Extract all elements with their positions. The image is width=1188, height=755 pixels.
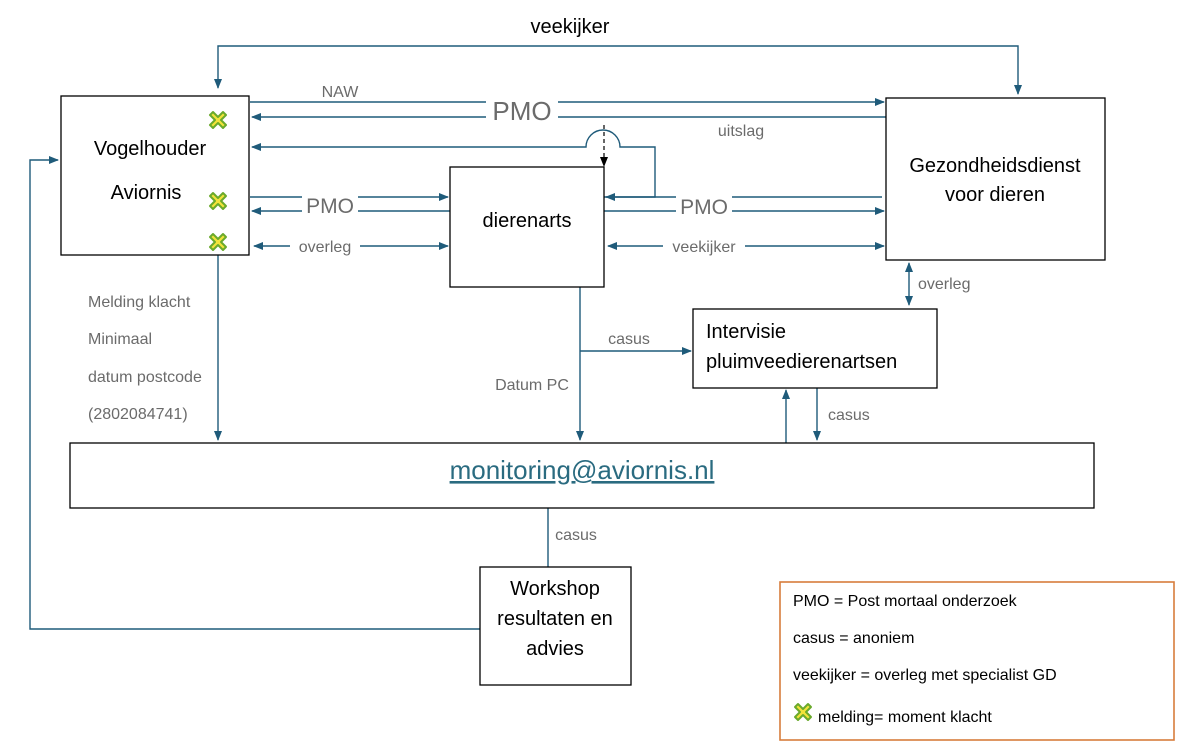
gezondheidsdienst-label-line1: Gezondheidsdienst bbox=[909, 155, 1081, 177]
node-dierenarts[interactable] bbox=[449, 166, 605, 288]
legend-pmo: PMO = Post mortaal onderzoek bbox=[793, 593, 1018, 610]
edge-label-pmo-right: PMO bbox=[680, 196, 728, 219]
node-monitoring[interactable] bbox=[69, 442, 1095, 509]
gezondheidsdienst-label-line2: voor dieren bbox=[945, 184, 1045, 206]
edge-label-uitslag: uitslag bbox=[718, 123, 764, 140]
edge-label-casus-intervisie: casus bbox=[608, 331, 650, 348]
vogelhouder-label-line2: Aviornis bbox=[111, 182, 182, 204]
intervisie-label-line2: pluimveedierenartsen bbox=[706, 351, 897, 373]
edge-veekijker-top bbox=[214, 45, 1022, 95]
pmo-top-label-bg bbox=[486, 96, 558, 124]
node-workshop[interactable] bbox=[479, 566, 632, 686]
legend: PMO = Post mortaal onderzoek casus = ano… bbox=[779, 581, 1175, 741]
vogelhouder-label-line1: Vogelhouder bbox=[94, 138, 207, 160]
edge-workshop-to-vogelhouder bbox=[29, 156, 480, 630]
dierenarts-label: dierenarts bbox=[483, 210, 572, 232]
edge-return-hop bbox=[251, 129, 656, 198]
melding-note-line3: datum postcode bbox=[88, 369, 202, 386]
melding-note-line4: (2802084741) bbox=[88, 406, 188, 423]
edge-label-overleg-left: overleg bbox=[299, 239, 351, 256]
edge-label-pmo-left: PMO bbox=[306, 195, 354, 218]
legend-melding: melding= moment klacht bbox=[818, 709, 992, 726]
edge-label-casus-monitoring: casus bbox=[828, 407, 870, 424]
legend-casus: casus = anoniem bbox=[793, 630, 914, 647]
pmo-right-label-bg bbox=[676, 193, 732, 215]
legend-box bbox=[779, 581, 1175, 741]
overleg-left-label-bg bbox=[290, 237, 360, 255]
pmo-left-label-bg bbox=[302, 193, 358, 215]
melding-note-line2: Minimaal bbox=[88, 331, 152, 348]
edge-label-pmo-top: PMO bbox=[492, 96, 551, 126]
workshop-label-line3: advies bbox=[526, 638, 584, 660]
edge-label-datum-pc: Datum PC bbox=[495, 377, 569, 394]
workshop-label-line2: resultaten en bbox=[497, 608, 613, 630]
edge-label-veekijker-mid: veekijker bbox=[672, 239, 736, 256]
node-intervisie[interactable] bbox=[692, 308, 938, 389]
edge-label-veekijker-top: veekijker bbox=[531, 16, 610, 38]
melding-note-line1: Melding klacht bbox=[88, 294, 191, 311]
intervisie-label-line1: Intervisie bbox=[706, 321, 786, 343]
edge-label-casus-workshop: casus bbox=[555, 527, 597, 544]
monitoring-email-link[interactable]: monitoring@aviornis.nl bbox=[450, 455, 715, 485]
edge-label-overleg-right: overleg bbox=[918, 276, 970, 293]
node-gezondheidsdienst[interactable] bbox=[885, 97, 1106, 261]
workshop-label-line1: Workshop bbox=[510, 578, 600, 600]
legend-veekijker: veekijker = overleg met specialist GD bbox=[793, 667, 1057, 684]
veekijker-mid-label-bg bbox=[663, 237, 745, 255]
edge-label-naw: NAW bbox=[322, 84, 360, 101]
